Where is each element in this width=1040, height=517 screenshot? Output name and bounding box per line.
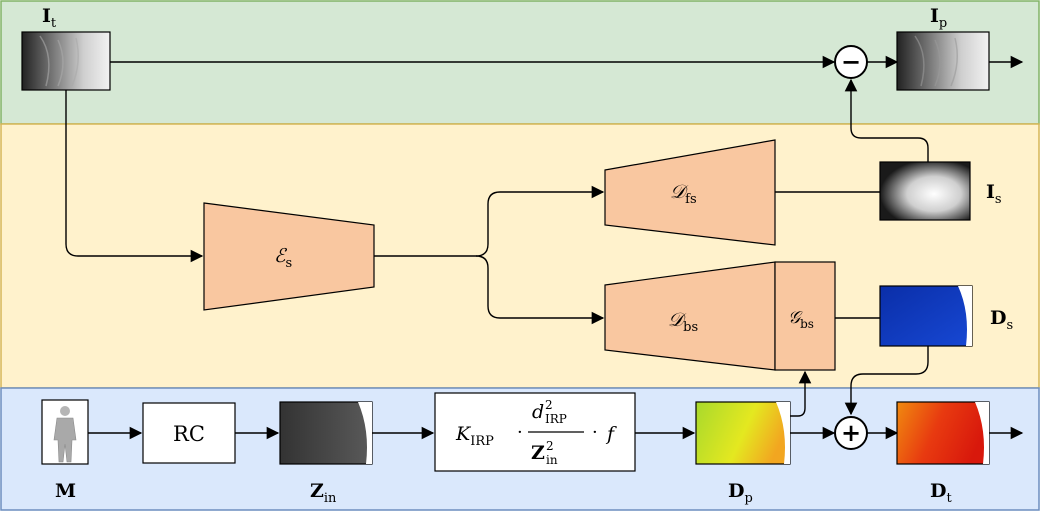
encoder-Es: ℰs [203,202,375,311]
svg-text:KIRP: KIRP [455,423,494,449]
label-It: It [42,5,57,31]
svg-text:𝒟bs: 𝒟bs [668,309,698,335]
image-Ds [879,285,973,347]
svg-text:ℰs: ℰs [274,245,292,271]
image-Ip [896,31,990,91]
rc-block: RC [142,402,236,464]
arrow-Dp-to-Gbs [790,370,812,417]
svg-text:f: f [605,423,617,445]
arrow-Is-to-minus [844,78,929,162]
arrow-It-to-encoder [65,90,204,263]
svg-text:RC: RC [173,422,205,446]
image-It [21,31,111,91]
image-Zin [279,401,373,465]
image-Dp [695,401,791,465]
decoder-Dbs: 𝒟bs [604,261,776,371]
svg-text:𝒟fs: 𝒟fs [670,181,697,207]
minus-operator: − [834,45,868,79]
plus-operator: + [834,416,868,450]
svg-text:𝒢bs: 𝒢bs [788,308,814,331]
label-Is: Is [986,181,1002,207]
generator-Gbs: 𝒢bs [774,261,836,371]
svg-text:2: 2 [546,439,554,453]
svg-text:in: in [546,453,558,467]
arrow-encoder-to-Dfs [374,185,605,257]
decoder-Dfs: 𝒟fs [604,139,776,246]
formula-box: KIRP · d 2 IRP Z 2 in · f [434,392,636,472]
arrow-Ds-to-plus [844,346,929,416]
label-Ds: Ds [990,307,1013,333]
label-Zin: Zin [310,480,337,506]
svg-text:IRP: IRP [545,412,567,426]
svg-text:+: + [841,418,861,447]
label-Dp: Dp [728,480,753,506]
image-Is [879,161,971,221]
arrow-encoder-to-Dbs [475,255,605,325]
label-Ip: Ip [930,5,947,31]
image-Dt [896,401,990,465]
label-M: M [55,480,76,502]
svg-text:·: · [517,422,523,443]
svg-text:2: 2 [545,398,553,412]
svg-text:·: · [592,422,598,443]
image-M [41,399,89,465]
label-Dt: Dt [930,480,952,506]
svg-text:Z: Z [531,442,545,464]
svg-text:−: − [841,47,861,76]
svg-text:d: d [532,401,544,423]
